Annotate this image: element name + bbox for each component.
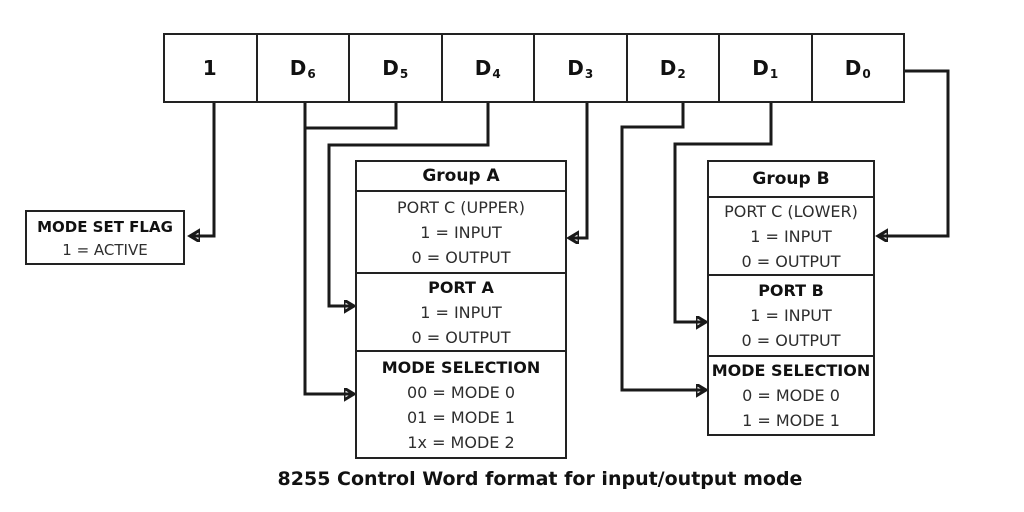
section-line: 00 = MODE 0 — [406, 382, 516, 402]
bit-label: D — [474, 56, 492, 80]
bit-subscript: 1 — [769, 67, 779, 81]
mode-set-flag-box: MODE SET FLAG 1 = ACTIVE — [25, 210, 185, 265]
diagram-caption: 8255 Control Word format for input/outpu… — [277, 468, 803, 490]
group-a-mode-selection-section: MODE SELECTION 00 = MODE 0 01 = MODE 1 1… — [357, 352, 565, 457]
section-line: 0 = OUTPUT — [411, 247, 511, 267]
section-line: 0 = OUTPUT — [741, 331, 841, 350]
bit-label: D — [289, 56, 307, 80]
mode-set-flag-value: 1 = ACTIVE — [62, 240, 148, 259]
bit-subscript: 0 — [862, 67, 871, 81]
section-title: MODE SELECTION — [381, 357, 541, 377]
group-b-port-b-section: PORT B 1 = INPUT 0 = OUTPUT — [709, 276, 873, 357]
section-line: 01 = MODE 1 — [406, 407, 516, 427]
section-line: 1 = INPUT — [420, 222, 502, 242]
bit-label: D — [567, 56, 584, 80]
group-a-title: Group A — [357, 162, 565, 192]
bit-label: D — [659, 56, 677, 80]
bit-subscript: 3 — [584, 67, 594, 81]
bit-label: D — [844, 56, 862, 80]
connector-d5-join-d6 — [304, 103, 398, 130]
connector-d6-d5-to-group-a-mode-selection — [303, 103, 353, 394]
connector-d3-to-port-c-upper — [570, 103, 589, 238]
group-a-port-a-section: PORT A 1 = INPUT 0 = OUTPUT — [357, 274, 565, 352]
section-line: 0 = OUTPUT — [411, 327, 511, 347]
bit-cell-d7: 1 — [165, 35, 258, 101]
group-b-port-c-lower-section: PORT C (LOWER) 1 = INPUT 0 = OUTPUT — [709, 198, 873, 276]
bit-subscript: 4 — [492, 67, 501, 81]
section-title: PORT C (LOWER) — [724, 201, 858, 221]
group-a-box: Group A PORT C (UPPER) 1 = INPUT 0 = OUT… — [355, 160, 567, 459]
section-title: MODE SELECTION — [711, 361, 871, 380]
bit-label: 1 — [202, 56, 217, 80]
bit-label: D — [382, 56, 399, 80]
group-b-box: Group B PORT C (LOWER) 1 = INPUT 0 = OUT… — [707, 160, 875, 436]
mode-set-flag-title: MODE SET FLAG — [37, 217, 173, 236]
section-line: 0 = OUTPUT — [741, 251, 841, 271]
bit-label: D — [752, 56, 769, 80]
connector-bit7-to-mode-set-flag — [191, 103, 216, 236]
section-title: PORT A — [428, 277, 494, 297]
section-line: 1x = MODE 2 — [407, 432, 515, 452]
connector-d2-to-group-b-mode-selection — [620, 103, 705, 390]
group-b-title: Group B — [709, 162, 873, 198]
section-title: PORT B — [758, 281, 824, 300]
section-line: 0 = MODE 0 — [742, 386, 840, 405]
section-line: 1 = MODE 1 — [742, 411, 840, 430]
section-line: 1 = INPUT — [750, 306, 832, 325]
bit-subscript: 5 — [399, 67, 409, 81]
group-b-mode-selection-section: MODE SELECTION 0 = MODE 0 1 = MODE 1 — [709, 357, 873, 434]
section-line: 1 = INPUT — [420, 302, 502, 322]
section-line: 1 = INPUT — [750, 226, 832, 246]
group-a-port-c-upper-section: PORT C (UPPER) 1 = INPUT 0 = OUTPUT — [357, 192, 565, 274]
bit-subscript: 2 — [677, 67, 686, 81]
section-title: PORT C (UPPER) — [396, 197, 526, 217]
bit-subscript: 6 — [307, 67, 316, 81]
